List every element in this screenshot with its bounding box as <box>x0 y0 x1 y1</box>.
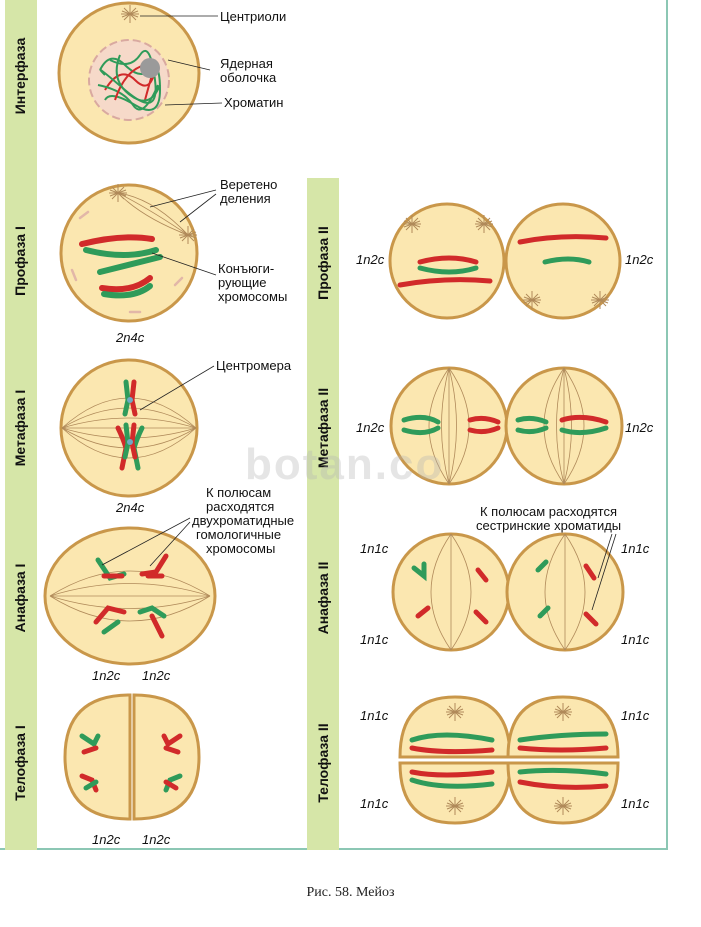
left-phase-band <box>5 0 37 850</box>
label-to-poles-4: гомологичные <box>196 527 282 542</box>
cell-anaphase-1 <box>43 526 217 666</box>
formula-telophase-2-top-left: 1n1c <box>360 708 389 723</box>
label-centromere: Центромера <box>216 358 292 373</box>
formula-anaphase-1-b: 1n2c <box>142 668 171 683</box>
watermark: botan.co <box>245 440 445 489</box>
figure-caption: Рис. 58. Мейоз <box>306 885 395 900</box>
label-to-poles-3: двухроматидные <box>192 513 295 528</box>
label-conjugating-3: хромосомы <box>218 289 288 304</box>
label-chromatin: Хроматин <box>224 95 284 110</box>
label-nuclear-envelope-1: Ядерная <box>220 56 273 71</box>
cell-telophase-1 <box>63 693 201 821</box>
cell-prophase-2 <box>388 202 622 320</box>
formula-anaphase-2-bottom-left: 1n1c <box>360 632 389 647</box>
label-centrioles: Центриоли <box>220 9 287 24</box>
formula-anaphase-2-top-left: 1n1c <box>360 541 389 556</box>
formula-anaphase-2-top-right: 1n1c <box>621 541 650 556</box>
cell-prophase-1 <box>59 183 199 323</box>
cell-interphase <box>57 1 201 145</box>
pointer-lines <box>101 15 617 611</box>
label-sister-2: сестринские хроматиды <box>476 518 622 533</box>
label-spindle-2: деления <box>220 191 271 206</box>
cell-telophase-2 <box>398 695 620 825</box>
formula-telophase-2-bottom-right: 1n1c <box>621 796 650 811</box>
formula-prophase-1: 2n4c <box>116 330 145 345</box>
formula-telophase-1-b: 1n2c <box>142 832 171 847</box>
label-conjugating-1: Конъюги- <box>218 261 275 276</box>
formula-anaphase-2-bottom-right: 1n1c <box>621 632 650 647</box>
label-sister-1: К полюсам расходятся <box>480 504 618 519</box>
formula-metaphase-2-right: 1n2c <box>625 420 654 435</box>
formula-metaphase-1: 2n4c <box>116 500 145 515</box>
label-to-poles-5: хромосомы <box>206 541 276 556</box>
formula-metaphase-2-left: 1n2c <box>356 420 385 435</box>
formula-prophase-2-right: 1n2c <box>625 252 654 267</box>
formula-prophase-2-left: 1n2c <box>356 252 385 267</box>
formula-anaphase-1-a: 1n2c <box>92 668 121 683</box>
formula-telophase-2-bottom-left: 1n1c <box>360 796 389 811</box>
right-phase-band <box>307 178 339 850</box>
cell-metaphase-2 <box>389 366 624 486</box>
label-conjugating-2: рующие <box>218 275 267 290</box>
label-to-poles-1: К полюсам <box>206 485 272 500</box>
formula-telophase-2-top-right: 1n1c <box>621 708 650 723</box>
label-spindle-1: Веретено <box>220 177 278 192</box>
cell-metaphase-1 <box>59 358 199 498</box>
formula-telophase-1-a: 1n2c <box>92 832 121 847</box>
label-nuclear-envelope-2: оболочка <box>220 70 277 85</box>
label-to-poles-2: расходятся <box>206 499 275 514</box>
cell-anaphase-2 <box>391 532 625 652</box>
